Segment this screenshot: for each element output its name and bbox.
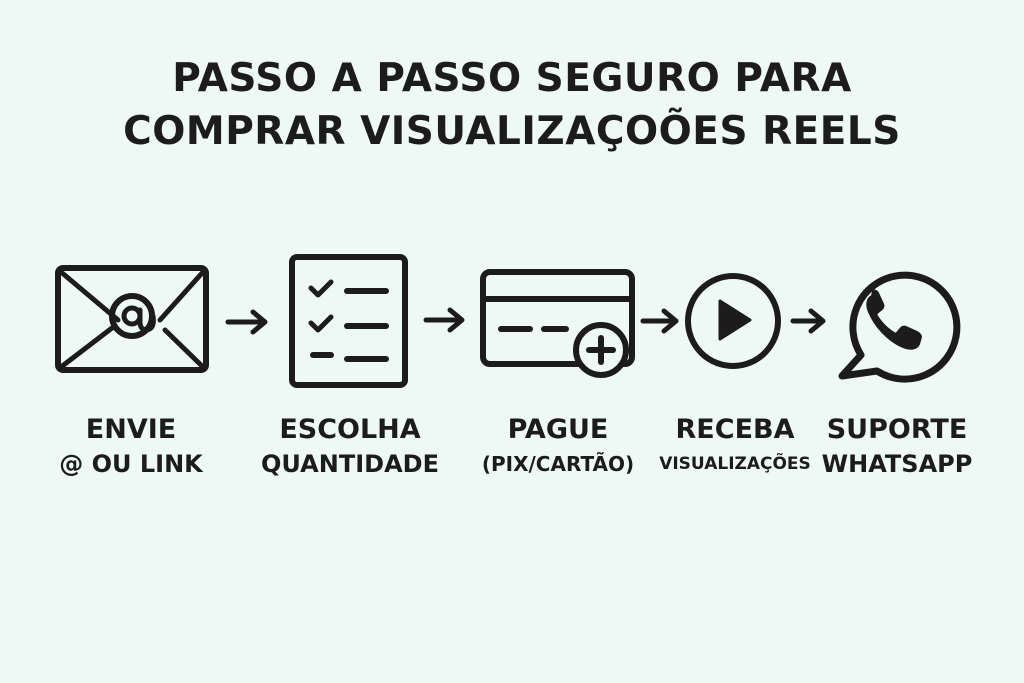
step-label-line-1: SUPORTE xyxy=(826,414,968,445)
title-line-2: COMPRAR VISUALIZAÇOÕES REELS xyxy=(123,109,901,154)
step-suporte: SUPORTE WHATSAPP xyxy=(822,413,973,481)
arrow-icon xyxy=(640,308,679,334)
step-pague: PAGUE (PIX/CARTÃO) xyxy=(482,413,634,481)
step-label-line-2: (PIX/CARTÃO) xyxy=(481,452,635,476)
arrow-icon xyxy=(225,309,268,335)
arrow-icon xyxy=(790,308,826,334)
step-label-line-2: @ OU LINK xyxy=(59,450,203,478)
step-escolha: ESCOLHA QUANTIDADE xyxy=(261,413,439,481)
arrow-icon xyxy=(423,307,465,333)
step-envie: ENVIE @ OU LINK xyxy=(59,413,203,481)
step-label-line-1: RECEBA xyxy=(675,414,795,445)
step-label-line-1: ESCOLHA xyxy=(279,414,421,445)
step-label-line-1: ENVIE xyxy=(85,414,177,445)
checklist-icon xyxy=(289,254,408,388)
credit-card-plus-icon xyxy=(480,269,635,378)
step-label-line-1: PAGUE xyxy=(507,414,609,445)
step-label-line-2: WHATSAPP xyxy=(821,450,973,478)
envelope-at-icon xyxy=(55,265,209,373)
play-circle-icon xyxy=(685,273,781,369)
page-title: PASSO A PASSO SEGURO PARA COMPRAR VISUAL… xyxy=(0,52,1024,158)
step-label-line-2: VISUALIZAÇÕES xyxy=(659,454,811,474)
step-label-line-2: QUANTIDADE xyxy=(261,450,439,478)
title-line-1: PASSO A PASSO SEGURO PARA xyxy=(172,56,852,101)
step-receba: RECEBA VISUALIZAÇÕES xyxy=(659,413,811,481)
whatsapp-icon xyxy=(838,271,961,383)
